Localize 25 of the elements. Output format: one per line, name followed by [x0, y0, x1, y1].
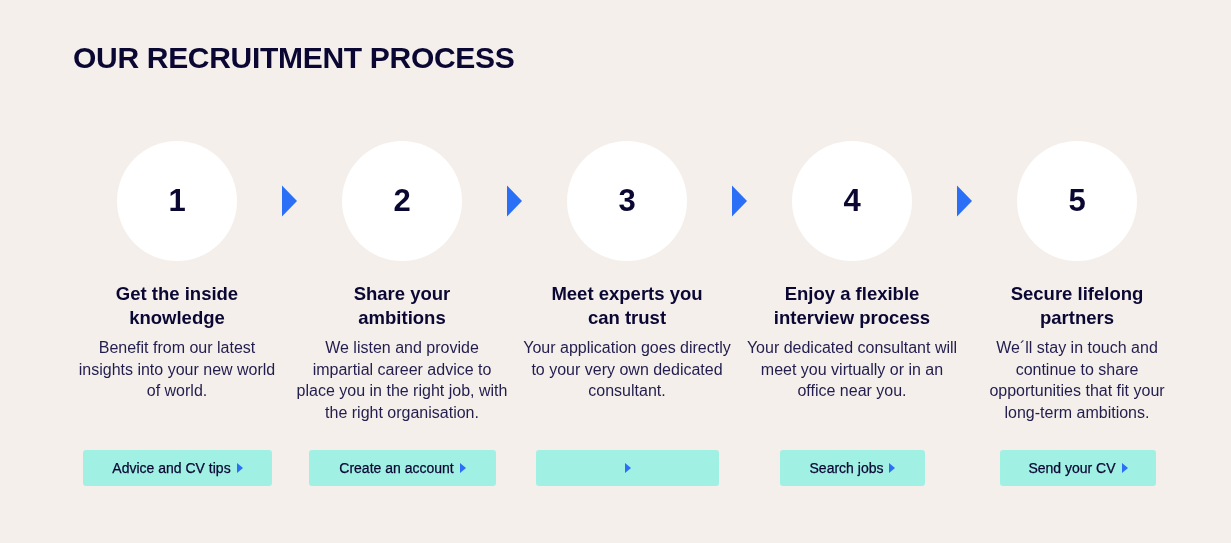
step-title: Enjoy a flexible interview process — [772, 282, 932, 330]
step-description: We´ll stay in touch and continue to share opportunities that fit your long-term ambitions. — [988, 338, 1166, 423]
step-number: 1 — [168, 183, 186, 219]
chevron-arrow — [282, 185, 297, 217]
step-title: Secure lifelong partners — [1009, 282, 1145, 330]
step-description: Your application goes directly to your very own dedicated consultant. — [522, 338, 732, 401]
action-button: Advice and CV tips — [83, 450, 272, 486]
action-button: Search jobs — [780, 450, 925, 486]
action-button — [536, 450, 719, 486]
chevron-arrow — [507, 185, 522, 217]
step-description: We listen and provide impartial career advice to place you in the right job, with the right organisation. — [296, 338, 508, 423]
step-number: 2 — [393, 183, 411, 219]
step-title: Get the inside knowledge — [114, 282, 240, 330]
step-number: 4 — [843, 183, 861, 219]
step-description: Benefit from our latest insights into your new world of world. — [77, 338, 277, 401]
step-number: 3 — [618, 183, 636, 219]
step-title: Share your ambitions — [352, 282, 452, 330]
action-button: Send your CV — [1000, 450, 1156, 486]
chevron-arrow — [957, 185, 972, 217]
action-button: Create an account — [309, 450, 496, 486]
step-number: 5 — [1068, 183, 1086, 219]
page-title: OUR RECRUITMENT PROCESS — [73, 40, 515, 76]
step-description: Your dedicated consultant will meet you virtually or in an office near you. — [746, 338, 958, 401]
chevron-arrow — [732, 185, 747, 217]
step-title: Meet experts you can trust — [550, 282, 704, 330]
